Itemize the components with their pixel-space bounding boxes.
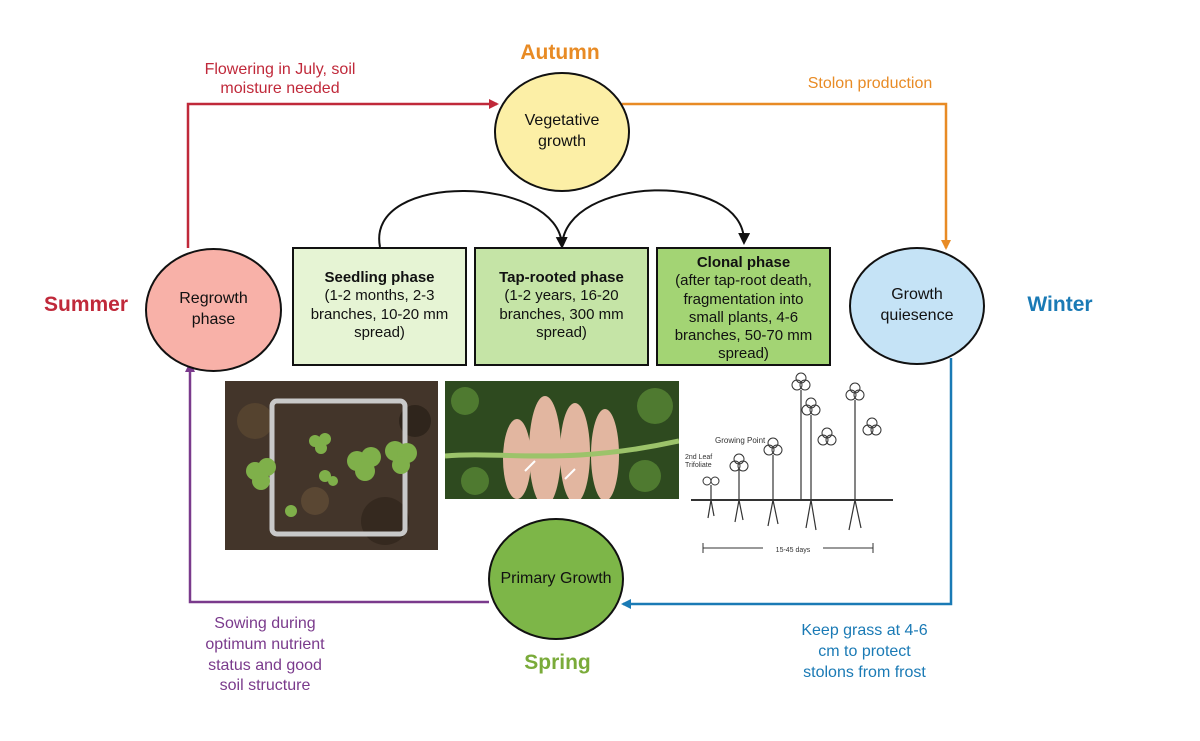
season-autumn: Autumn (520, 41, 600, 64)
spring-to-summer-arrow (185, 362, 489, 604)
taproot-to-clonal-arc (561, 189, 751, 247)
taproot-phase-detail: (1-2 years, 16-20 branches, 300 mm sprea… (499, 287, 624, 341)
clonal-phase-title: Clonal phase (696, 254, 791, 271)
keep-grass-note: Keep grass at 4-6 cm to protect stolons … (801, 622, 928, 681)
summer-to-autumn-arrow (186, 99, 499, 248)
primary-growth-label: Primary Growth (500, 569, 612, 587)
quadrat-seedlings-icon (225, 381, 438, 550)
primary-growth-node: Primary Growth (488, 518, 624, 640)
vegetative-growth-node: Vegetative growth (494, 72, 630, 192)
hand-stolon-icon (445, 381, 679, 499)
growth-quiesence-node: Growth quiesence (849, 247, 985, 365)
seedling-phase-detail: (1-2 months, 2-3 branches, 10-20 mm spre… (310, 287, 449, 341)
season-summer: Summer (43, 293, 129, 316)
seedling-phase-box: Seedling phase (1-2 months, 2-3 branches… (292, 247, 467, 366)
leaf-trifoliate-label: 2nd Leaf Trifoliate (685, 454, 713, 470)
season-spring: Spring (524, 651, 591, 674)
clover-growth-sketch: Growing Point 2nd Leaf Trifoliate 15-45 … (683, 370, 900, 562)
clonal-phase-box: Clonal phase (after tap-root death, frag… (656, 247, 831, 366)
quadrat-seedlings-photo (225, 381, 438, 550)
regrowth-phase-label: Regrowth phase (179, 290, 248, 328)
seedling-phase-title: Seedling phase (324, 269, 435, 286)
hand-stolon-photo (445, 381, 679, 499)
season-winter: Winter (1027, 293, 1093, 316)
stolon-note: Stolon production (807, 75, 933, 92)
clonal-phase-detail: (after tap-root death, fragmentation int… (674, 272, 813, 363)
seedling-to-taproot-arc (378, 190, 568, 249)
duration-label: 15-45 days (763, 547, 823, 556)
regrowth-phase-node: Regrowth phase (145, 248, 282, 372)
growing-point-label: Growing Point (715, 436, 766, 445)
taproot-phase-title: Tap-rooted phase (499, 269, 624, 286)
vegetative-growth-label: Vegetative growth (524, 112, 600, 150)
winter-to-spring-arrow (621, 358, 953, 609)
sowing-note: Sowing during optimum nutrient status an… (205, 615, 325, 695)
taproot-phase-box: Tap-rooted phase (1-2 years, 16-20 branc… (474, 247, 649, 366)
flowering-note: Flowering in July, soil moisture needed (204, 61, 356, 97)
growth-quiesence-label: Growth quiesence (880, 286, 954, 324)
autumn-to-winter-arrow (622, 102, 951, 250)
